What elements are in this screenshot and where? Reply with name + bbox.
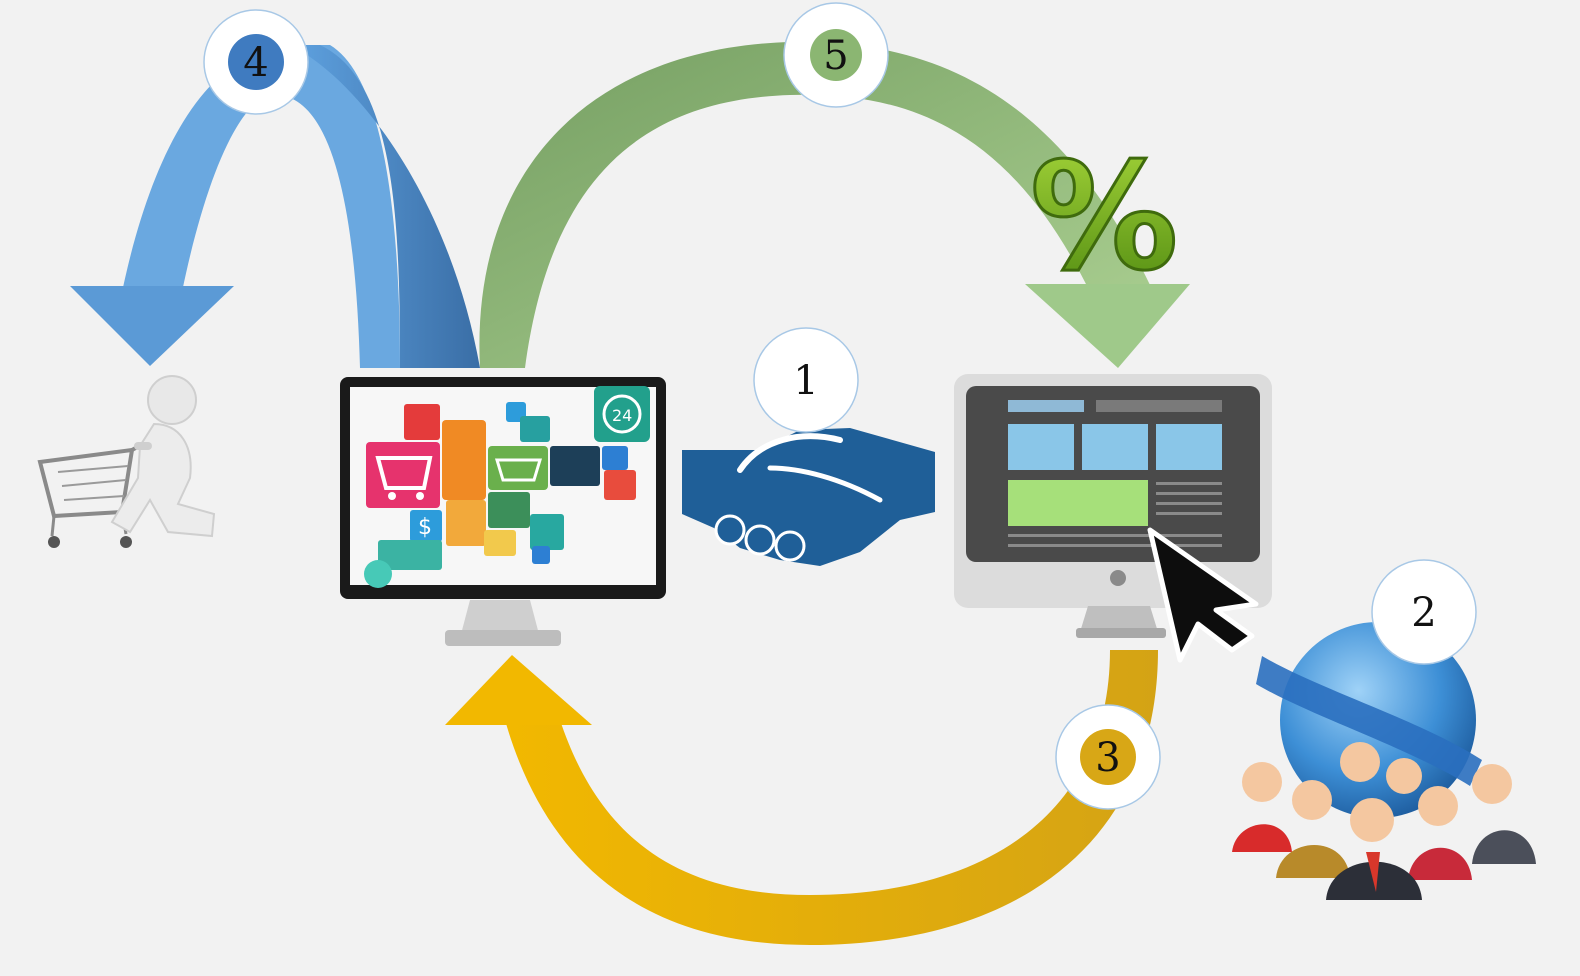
svg-text:2: 2: [1411, 590, 1436, 636]
shop-monitor-icon: 24 $: [340, 377, 666, 646]
svg-text:24: 24: [612, 406, 632, 425]
svg-text:5: 5: [823, 33, 848, 79]
globe-people-icon: [1232, 622, 1536, 900]
handshake-icon: [682, 428, 935, 566]
shopping-cart-person-icon: [37, 375, 216, 548]
website-monitor-icon: [954, 374, 1272, 638]
step-badge-2: 2: [1371, 559, 1477, 665]
svg-text:%: %: [1030, 131, 1178, 303]
step-badge-5: 5: [783, 2, 889, 108]
percent-icon: %: [1029, 130, 1180, 305]
mouse-cursor-icon: [1147, 527, 1259, 663]
yellow-arrow-step3: [445, 650, 1158, 945]
svg-text:$: $: [418, 515, 432, 540]
step-badge-1: 1: [753, 327, 859, 433]
svg-text:4: 4: [243, 40, 268, 86]
step-badge-4: 4: [203, 9, 309, 115]
green-arrow-step5: [479, 41, 1190, 369]
svg-text:1: 1: [793, 358, 818, 404]
blue-arrow-step4: [70, 45, 480, 368]
svg-text:3: 3: [1095, 735, 1120, 781]
step-badge-3: 3: [1055, 704, 1161, 810]
